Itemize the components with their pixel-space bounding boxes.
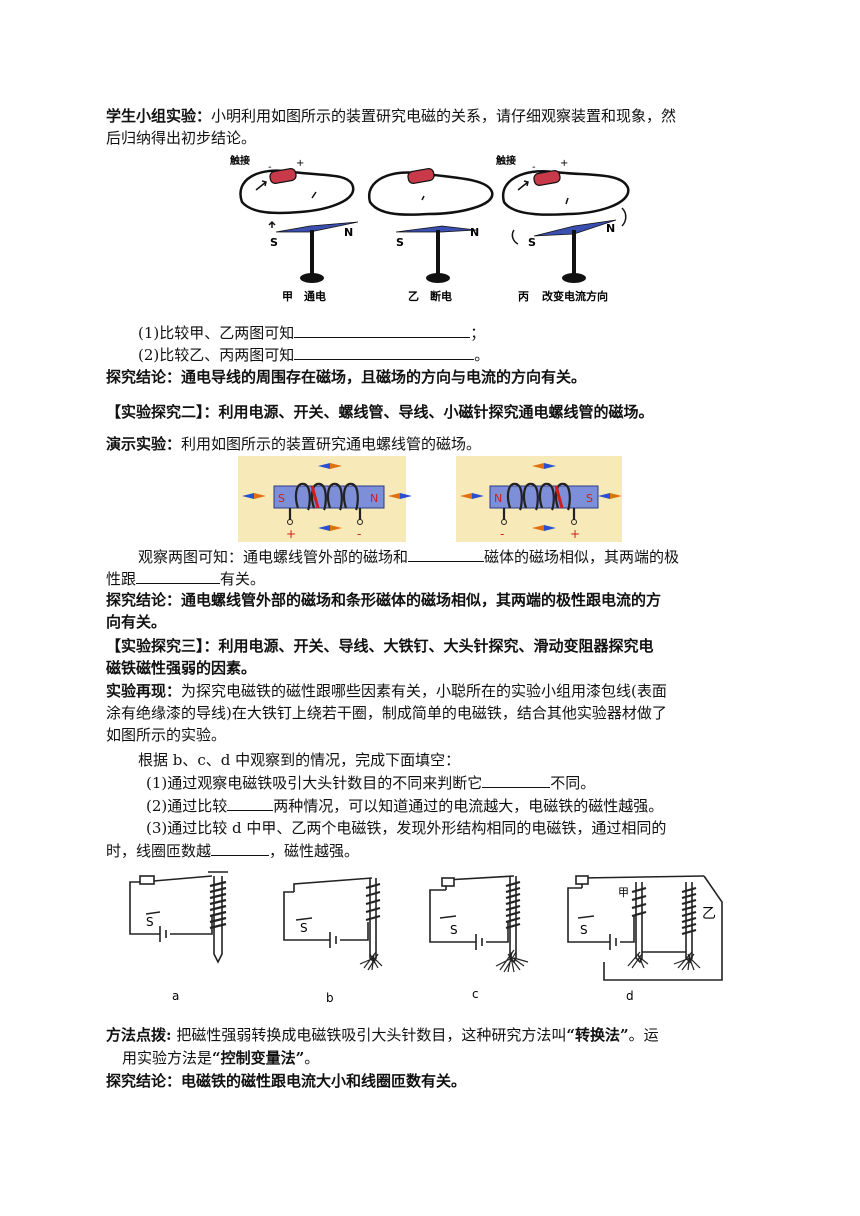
fill-question-2: (2)通过比较 两种情况，可以知道通过的电流越大，电磁铁的磁性越强。 [146, 795, 663, 816]
answer-blank-2[interactable] [294, 344, 475, 360]
solenoid-right-s: S [586, 492, 593, 505]
solenoid-left-s: S [278, 492, 285, 505]
solenoid-left-plus: + [286, 527, 296, 541]
n-label-yi: N [470, 226, 479, 239]
method-term-conversion: “转换法” [566, 1026, 629, 1044]
conclusion-3: 探究结论：电磁铁的磁性跟电流大小和线圈匝数有关。 [106, 1072, 467, 1090]
caption-d: d [626, 989, 634, 1003]
conclusion-1: 探究结论：通电导线的周围存在磁场，且磁场的方向与电流的方向有关。 [106, 368, 587, 386]
figure-electromagnets: S S S S 甲 乙 a b c d [129, 871, 723, 1005]
method-text-1: 把磁性强弱转换成电磁铁吸引大头针数目，这种研究方法叫 [171, 1026, 567, 1044]
method-line-2: 用实验方法是“控制变量法”。 [122, 1048, 319, 1068]
s-label-jia: S [270, 236, 278, 249]
answer-blank-fill-2[interactable] [227, 795, 274, 811]
fill-intro: 根据 b、c、d 中观察到的情况，完成下面填空： [138, 751, 461, 769]
recap-text-1: 为探究电磁铁的磁性跟哪些因素有关，小聪所在的实验小组用漆包线(表面 [181, 682, 667, 700]
switch-label-c: S [450, 923, 458, 937]
solenoid-left-minus: - [357, 527, 361, 541]
caption-bing-label: 丙 [518, 290, 529, 303]
answer-blank-polarity[interactable] [136, 568, 221, 584]
experiment-3-heading-line-1: 【实验探究三】：利用电源、开关、导线、大铁钉、大头针探究、滑动变阻器探究电 [106, 637, 654, 655]
question-2: (2)比较乙、丙两图可知 。 [138, 344, 489, 365]
question-1-text: (1)比较甲、乙两图可知 [138, 324, 295, 342]
recap-line-1: 实验再现：为探究电磁铁的磁性跟哪些因素有关，小聪所在的实验小组用漆包线(表面 [106, 681, 667, 701]
observe-text-3: 性跟 [106, 570, 137, 588]
demo-label: 演示实验： [106, 435, 182, 453]
observe-line-2: 性跟 有关。 [106, 568, 265, 589]
answer-blank-1[interactable] [294, 322, 471, 338]
s-label-yi: S [396, 236, 404, 249]
fill-question-3-line-2: 时，线圈匝数越 ，磁性越强。 [106, 840, 359, 861]
demo-text: 利用如图所示的装置研究通电螺线管的磁场。 [181, 435, 482, 453]
solenoid-right-n: N [494, 492, 502, 505]
caption-b: b [326, 991, 334, 1005]
recap-line-3: 如图所示的实验。 [106, 726, 227, 744]
solenoid-right-minus: - [500, 527, 504, 541]
fill-q1-text: (1)通过观察电磁铁吸引大头针数目的不同来判断它 [146, 774, 483, 792]
observe-text-2: 磁体的磁场相似，其两端的极 [484, 548, 680, 566]
solenoid-right-plus: + [570, 527, 580, 541]
question-1-end: ； [470, 324, 486, 342]
caption-c: c [472, 987, 479, 1001]
label-yi: 乙 [702, 906, 716, 922]
method-text-3: 用实验方法是 [122, 1049, 213, 1067]
question-2-end: 。 [474, 346, 490, 364]
question-1: (1)比较甲、乙两图可知 ； [138, 322, 485, 343]
touch-label-bing: 触接 [495, 154, 516, 167]
demo-line: 演示实验：利用如图所示的装置研究通电螺线管的磁场。 [106, 434, 481, 454]
figure-solenoid: S N + - N S - + [238, 456, 622, 542]
minus-bing: - [532, 162, 536, 173]
answer-blank-fill-1[interactable] [482, 772, 551, 788]
plus-jia: + [296, 158, 304, 169]
fill-question-1: (1)通过观察电磁铁吸引大头针数目的不同来判断它 不同。 [146, 772, 595, 793]
caption-jia: 甲 通电 [282, 289, 326, 303]
intro-label: 学生小组实验： [106, 107, 212, 125]
answer-blank-fill-3[interactable] [211, 840, 270, 856]
method-line-1: 方法点拨: 把磁性强弱转换成电磁铁吸引大头针数目，这种研究方法叫“转换法”。运 [106, 1025, 659, 1045]
switch-label-d: S [580, 923, 588, 937]
method-colon: : [166, 1026, 172, 1044]
label-jia: 甲 [618, 886, 629, 899]
fill-q3-text: 时，线圈匝数越 [106, 842, 212, 860]
plus-bing: + [560, 158, 568, 169]
n-label-bing: N [606, 222, 615, 235]
method-text-4: 。 [304, 1049, 320, 1067]
recap-line-2: 涂有绝缘漆的导线)在大铁钉上绕若干圈，制成简单的电磁铁，结合其他实验器材做了 [106, 704, 667, 722]
experiment-3-heading-line-2: 磁铁磁性强弱的因素。 [106, 659, 257, 677]
touch-label-jia: 触接 [229, 154, 250, 167]
intro-line-2: 后归纳得出初步结论。 [106, 129, 257, 147]
n-label-jia: N [344, 226, 353, 239]
intro-text-1: 小明利用如图所示的装置研究电磁的关系，请仔细观察装置和现象，然 [211, 107, 677, 125]
observe-text-1: 观察两图可知：通电螺线管外部的磁场和 [138, 548, 409, 566]
fill-q2-text: (2)通过比较 [146, 797, 228, 815]
question-2-text: (2)比较乙、丙两图可知 [138, 346, 295, 364]
method-label: 方法点拨 [106, 1026, 167, 1044]
conclusion-2-line-2: 向有关。 [106, 613, 167, 631]
method-term-control-variable: “控制变量法” [212, 1049, 305, 1067]
fill-q3-end: ，磁性越强。 [269, 842, 360, 860]
caption-a: a [172, 989, 179, 1003]
solenoid-left-n: N [370, 492, 378, 505]
figure-oersted-experiment: 触接 触接 - + - + S N S N S N [229, 154, 630, 303]
observe-line-1: 观察两图可知：通电螺线管外部的磁场和 磁体的磁场相似，其两端的极 [138, 546, 679, 567]
switch-label-b: S [300, 921, 308, 935]
s-label-bing: S [528, 236, 536, 249]
minus-jia: - [268, 162, 272, 173]
intro-line-1: 学生小组实验：小明利用如图所示的装置研究电磁的关系，请仔细观察装置和现象，然 [106, 106, 676, 126]
answer-blank-magnet-type[interactable] [408, 546, 485, 562]
recap-label: 实验再现： [106, 682, 182, 700]
observe-text-4: 有关。 [220, 570, 266, 588]
fill-q2-end: 两种情况，可以知道通过的电流越大，电磁铁的磁性越强。 [273, 797, 664, 815]
experiment-2-heading: 【实验探究二】：利用电源、开关、螺线管、导线、小磁针探究通电螺线管的磁场。 [106, 403, 654, 421]
caption-yi: 乙 断电 [408, 289, 452, 303]
method-text-2: 。运 [628, 1026, 659, 1044]
conclusion-2-line-1: 探究结论：通电螺线管外部的磁场和条形磁体的磁场相似，其两端的极性跟电流的方 [106, 591, 662, 609]
switch-label-a: S [146, 915, 154, 929]
fill-question-3-line-1: (3)通过比较 d 中甲、乙两个电磁铁，发现外形结构相同的电磁铁，通过相同的 [146, 819, 667, 837]
caption-bing-text: 改变电流方向 [542, 289, 608, 303]
fill-q1-end: 不同。 [550, 774, 596, 792]
